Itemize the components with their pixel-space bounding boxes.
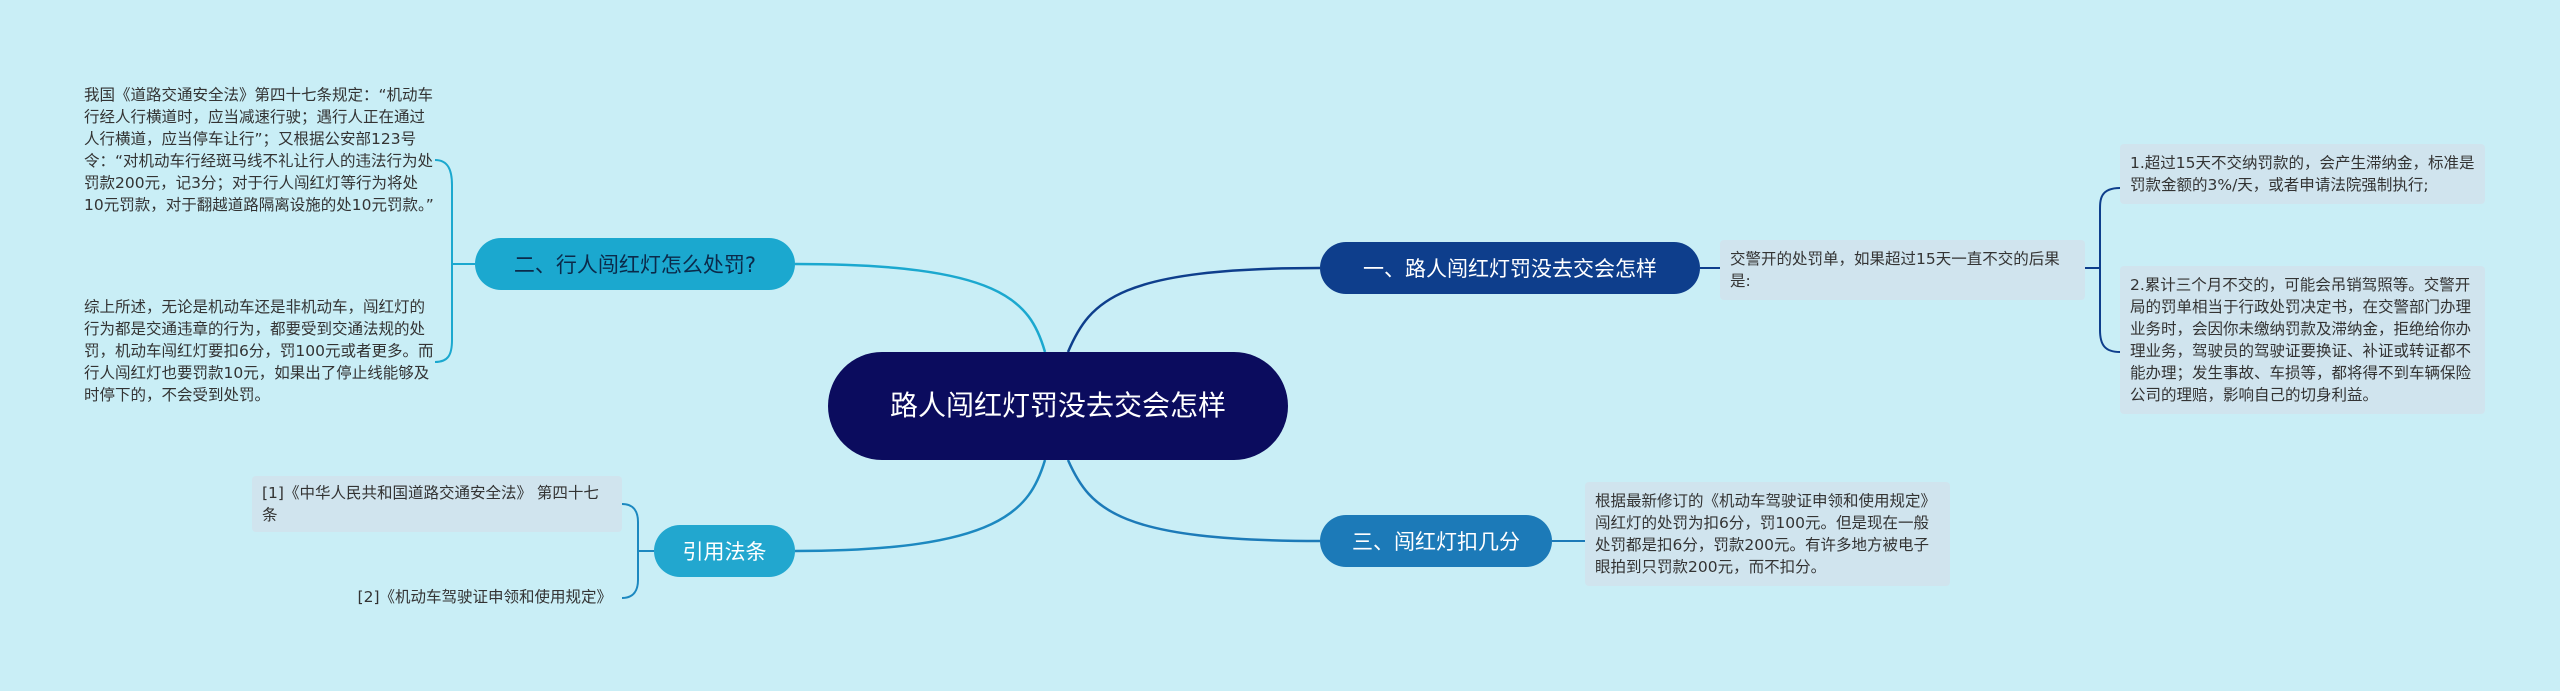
b3-text-box[interactable]: 根据最新修订的《机动车驾驶证申领和使用规定》闯红灯的处罚为扣6分，罚100元。但… [1585,482,1950,586]
branch-b2[interactable]: 二、行人闯红灯怎么处罚? [475,238,795,290]
branch-b1[interactable]: 一、路人闯红灯罚没去交会怎样 [1320,242,1700,294]
branch-b4-label: 引用法条 [682,540,767,564]
b2-text1[interactable]: 我国《道路交通安全法》第四十七条规定：“机动车行经人行横道时，应当减速行驶；遇行… [84,84,436,216]
b2-text1-content: 我国《道路交通安全法》第四十七条规定：“机动车行经人行横道时，应当减速行驶；遇行… [84,86,434,214]
link-root-b2 [794,262,1047,353]
b1-item2-text: 2.累计三个月不交的，可能会吊销驾照等。交警开局的罚单相当于行政处罚决定书，在交… [2130,276,2472,404]
bracket-b2 [434,159,453,363]
root-title: 路人闯红灯罚没去交会怎样 [889,389,1226,422]
bracket-b4 [621,503,639,599]
branch-b2-label: 二、行人闯红灯怎么处罚? [513,253,757,277]
root-topic[interactable]: 路人闯红灯罚没去交会怎样 [828,352,1288,460]
b1-item1-text: 1.超过15天不交纳罚款的，会产生滞纳金，标准是罚款金额的3%/天，或者申请法院… [2130,154,2475,194]
b2-text2[interactable]: 综上所述，无论是机动车还是非机动车，闯红灯的行为都是交通违章的行为，都要受到交通… [84,296,436,406]
link-root-b4 [794,459,1047,553]
b4-ref2[interactable]: [2]《机动车驾驶证申领和使用规定》 [252,586,612,608]
b2-text2-content: 综上所述，无论是机动车还是非机动车，闯红灯的行为都是交通违章的行为，都要受到交通… [84,298,434,404]
link-root-b1 [1066,266,1321,353]
branch-b1-label: 一、路人闯红灯罚没去交会怎样 [1363,257,1657,281]
b4-ref1[interactable]: [1]《中华人民共和国道路交通安全法》 第四十七条 [252,476,622,532]
b1-item1-box[interactable]: 1.超过15天不交纳罚款的，会产生滞纳金，标准是罚款金额的3%/天，或者申请法院… [2120,144,2485,204]
b1-item2-box[interactable]: 2.累计三个月不交的，可能会吊销驾照等。交警开局的罚单相当于行政处罚决定书，在交… [2120,266,2485,414]
link-root-b3 [1066,459,1321,543]
branch-b4[interactable]: 引用法条 [654,525,795,577]
branch-b3[interactable]: 三、闯红灯扣几分 [1320,515,1552,567]
bracket-b1 [2099,187,2121,353]
b4-ref1-text: [1]《中华人民共和国道路交通安全法》 第四十七条 [262,484,599,524]
b1-intro-text: 交警开的处罚单，如果超过15天一直不交的后果是: [1730,250,2060,290]
branch-b3-label: 三、闯红灯扣几分 [1352,530,1520,554]
b1-intro-box[interactable]: 交警开的处罚单，如果超过15天一直不交的后果是: [1720,240,2085,300]
b3-text: 根据最新修订的《机动车驾驶证申领和使用规定》闯红灯的处罚为扣6分，罚100元。但… [1595,492,1937,576]
b4-ref2-text: [2]《机动车驾驶证申领和使用规定》 [357,588,612,606]
